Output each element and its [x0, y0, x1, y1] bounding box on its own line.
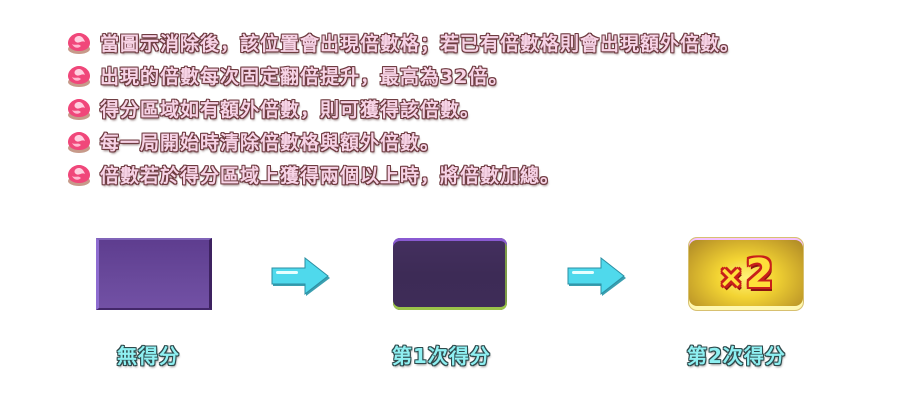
plain-purple-tile [96, 238, 212, 310]
rule-item: 倍數若於得分區域上獲得兩個以上時，將倍數加總。 [66, 158, 740, 191]
stage-label-first-score: 第1次得分 [392, 344, 491, 368]
rule-text: 得分區域如有額外倍數，則可獲得該倍數。 [100, 99, 481, 121]
candy-bullet-icon [66, 31, 92, 55]
rule-item: 當圖示消除後，該位置會出現倍數格；若已有倍數格則會出現額外倍數。 [66, 26, 740, 59]
rule-text: 當圖示消除後，該位置會出現倍數格；若已有倍數格則會出現額外倍數。 [100, 33, 741, 55]
candy-bullet-icon [66, 163, 92, 187]
rule-item: 每一局開始時清除倍數格與額外倍數。 [66, 125, 740, 158]
candy-bullet-icon [66, 64, 92, 88]
rule-item: 出現的倍數每次固定翻倍提升，最高為32倍。 [66, 59, 740, 92]
gold-multiplier-tile: ×2 [689, 238, 803, 310]
multiplier-badge: ×2 [719, 254, 774, 294]
candy-bullet-icon [66, 130, 92, 154]
rule-text: 每一局開始時清除倍數格與額外倍數。 [100, 132, 441, 154]
multiplier-value: 2 [745, 251, 774, 297]
right-arrow-icon [566, 257, 628, 299]
rule-text: 出現的倍數每次固定翻倍提升，最高為32倍。 [100, 66, 509, 88]
rules-list: 當圖示消除後，該位置會出現倍數格；若已有倍數格則會出現額外倍數。 出現的倍數每次… [66, 26, 740, 191]
rule-item: 得分區域如有額外倍數，則可獲得該倍數。 [66, 92, 740, 125]
candy-bullet-icon [66, 97, 92, 121]
rule-text: 倍數若於得分區域上獲得兩個以上時，將倍數加總。 [100, 165, 561, 187]
multiply-sign: × [718, 260, 744, 295]
dark-purple-tile [393, 238, 507, 310]
stage-label-second-score: 第2次得分 [687, 344, 786, 368]
right-arrow-icon [270, 257, 332, 299]
stage-label-no-score: 無得分 [117, 344, 180, 368]
